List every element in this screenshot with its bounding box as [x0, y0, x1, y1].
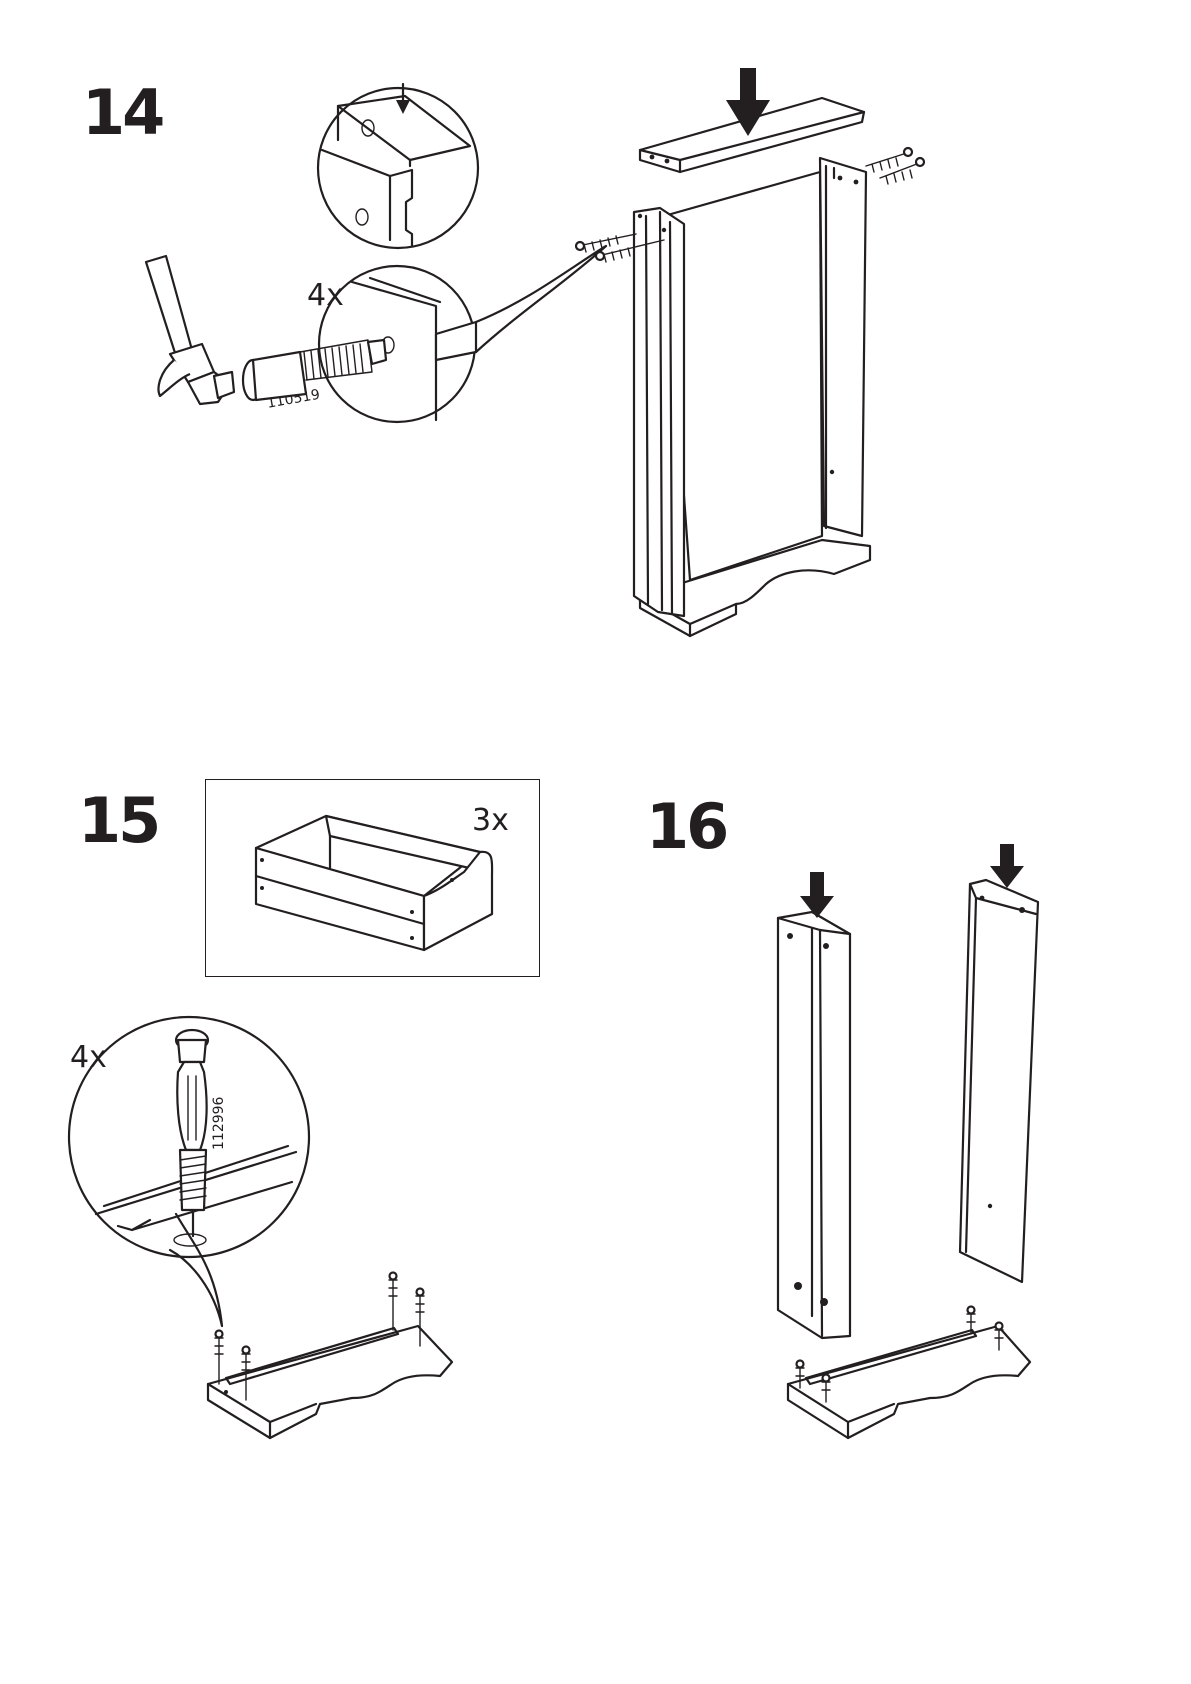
detail-circle-dowel — [319, 246, 606, 422]
arrow-down-icon — [396, 100, 410, 114]
hammer-icon — [146, 256, 234, 404]
arrow-down-icon — [800, 872, 834, 918]
step-16-illustration — [778, 844, 1038, 1438]
drawer-icon — [256, 816, 492, 950]
cam-bolt-icon — [176, 1030, 208, 1236]
dowel-icon — [243, 340, 386, 400]
step-16-right-panel — [960, 844, 1038, 1282]
step-16-left-panel — [778, 872, 850, 1338]
detail-circle-top — [318, 84, 478, 248]
arrow-down-icon — [990, 844, 1024, 888]
cabinet-frame — [576, 148, 924, 636]
step-14-illustration — [146, 68, 924, 636]
step-15-illustration — [69, 816, 492, 1438]
detail-circle-cam-bolt — [69, 1017, 309, 1326]
top-board — [640, 68, 864, 172]
step-15-base-board — [208, 1273, 452, 1439]
